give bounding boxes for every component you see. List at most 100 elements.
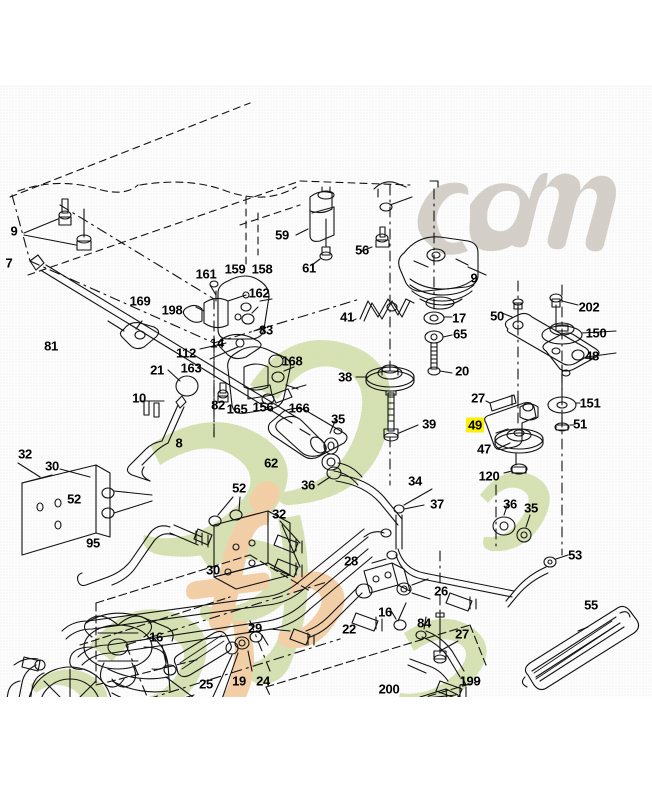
part-callout-48: 48: [585, 348, 599, 364]
part-callout-159: 159: [224, 261, 246, 277]
part-callout-52: 52: [67, 491, 81, 507]
part-30-bracket-left: [17, 462, 153, 556]
part-callout-82: 82: [211, 397, 225, 413]
part-callout-32: 32: [272, 506, 286, 522]
part-callout-120: 120: [478, 468, 500, 484]
part-callout-51: 51: [573, 416, 587, 432]
part-callout-19: 19: [232, 673, 246, 689]
part-165-housing: [209, 346, 307, 414]
part-callout-36: 36: [301, 477, 315, 493]
part-callout-41: 41: [340, 309, 354, 325]
part-callout-38: 38: [338, 369, 352, 385]
part-callout-9: 9: [10, 223, 18, 239]
part-26-center-bracket: [351, 562, 459, 664]
part-callout-84: 84: [417, 615, 431, 631]
phantom-lower-right: [265, 624, 487, 697]
part-callout-59: 59: [275, 227, 289, 243]
part-81-rod: [29, 254, 348, 460]
part-callout-32: 32: [18, 446, 32, 462]
top-fragment: [373, 180, 439, 198]
part-callout-151: 151: [579, 395, 601, 411]
part-56-bolt: [361, 196, 413, 252]
part-callout-22: 22: [342, 621, 356, 637]
part-callout-49: 49: [466, 417, 484, 433]
part-callout-25: 25: [199, 676, 213, 692]
part-callout-81: 81: [44, 338, 58, 354]
chassis-phantom-lines: [9, 102, 411, 276]
part-callout-83: 83: [259, 322, 273, 338]
part-callout-95: 95: [86, 535, 100, 551]
part-callout-61: 61: [302, 260, 316, 276]
part-callout-158: 158: [251, 261, 273, 277]
part-callout-28: 28: [344, 553, 358, 569]
part-158-bracket-assembly: [182, 275, 273, 360]
part-callout-37: 37: [430, 496, 444, 512]
part-callout-62: 62: [264, 455, 278, 471]
part-39-bolt: [383, 390, 419, 442]
part-callout-166: 166: [288, 400, 310, 416]
part-34-37-linkage: [326, 466, 515, 598]
part-callout-17: 17: [452, 310, 466, 326]
part-callout-263: 263: [290, 696, 311, 698]
part-48-bracket-right: [485, 293, 617, 412]
part-callout-56: 56: [355, 242, 369, 258]
part-9-housing: [398, 236, 487, 310]
part-callout-30: 30: [206, 562, 220, 578]
part-callout-112: 112: [175, 345, 197, 361]
part-169-bushing: [107, 320, 160, 350]
part-callout-47: 47: [477, 441, 491, 457]
part-21-knob-lever: [126, 369, 199, 482]
part-30-bracket-right: [208, 496, 303, 590]
part-callout-165: 165: [226, 401, 248, 417]
part-callout-169: 169: [129, 293, 151, 309]
part-callout-161: 161: [195, 266, 217, 282]
part-callout-16: 16: [378, 604, 392, 620]
part-callout-53: 53: [568, 547, 582, 563]
part-callout-39: 39: [422, 416, 436, 432]
part-callout-150: 150: [585, 325, 607, 341]
part-95-rod: [76, 524, 213, 587]
part-callout-24: 24: [256, 673, 270, 689]
part-callout-52: 52: [232, 480, 246, 496]
part-callout-198: 198: [161, 302, 183, 318]
part-41-wire: [351, 298, 415, 322]
part-callout-7: 7: [5, 255, 13, 271]
part-55-spring: [521, 605, 640, 691]
centerline-secondary: [213, 184, 563, 614]
part-47-49-cluster: [484, 401, 544, 475]
part-36-35-right: [492, 502, 569, 608]
part-callout-35: 35: [524, 500, 538, 516]
part-callout-55: 55: [584, 597, 598, 613]
part-callout-9: 9: [470, 270, 478, 286]
part-62-sleeve: [275, 415, 363, 486]
part-17-65-20-stack: [423, 298, 453, 376]
part-59-bracket: [295, 186, 335, 266]
part-callout-36: 36: [503, 496, 517, 512]
part-callout-34: 34: [408, 473, 422, 489]
part-callout-35: 35: [331, 411, 345, 427]
part-9-bolts-left: [23, 198, 92, 251]
part-callout-27: 27: [471, 390, 485, 406]
watermark-layer: [0, 85, 652, 697]
part-callout-26: 26: [434, 583, 448, 599]
part-callout-50: 50: [490, 308, 504, 324]
part-71-rod-assembly: [419, 688, 459, 697]
part-callout-16: 16: [149, 629, 163, 645]
part-callout-27: 27: [455, 626, 469, 642]
watermark-script-orange: [186, 480, 345, 697]
engine-assembly: [6, 612, 195, 697]
part-callout-200: 200: [378, 681, 400, 697]
part-callout-8: 8: [175, 435, 183, 451]
part-callout-162: 162: [248, 285, 270, 301]
part-callout-21: 21: [150, 362, 164, 378]
part-callout-14: 14: [210, 335, 224, 351]
part-callout-20: 20: [455, 363, 469, 379]
part-25-spring-assembly: [161, 583, 373, 697]
part-callout-199: 199: [459, 673, 481, 689]
part-84-199-arms: [389, 592, 477, 697]
diagram-artwork: [0, 85, 652, 697]
part-callout-163: 163: [180, 360, 202, 376]
part-callout-202: 202: [578, 299, 600, 315]
